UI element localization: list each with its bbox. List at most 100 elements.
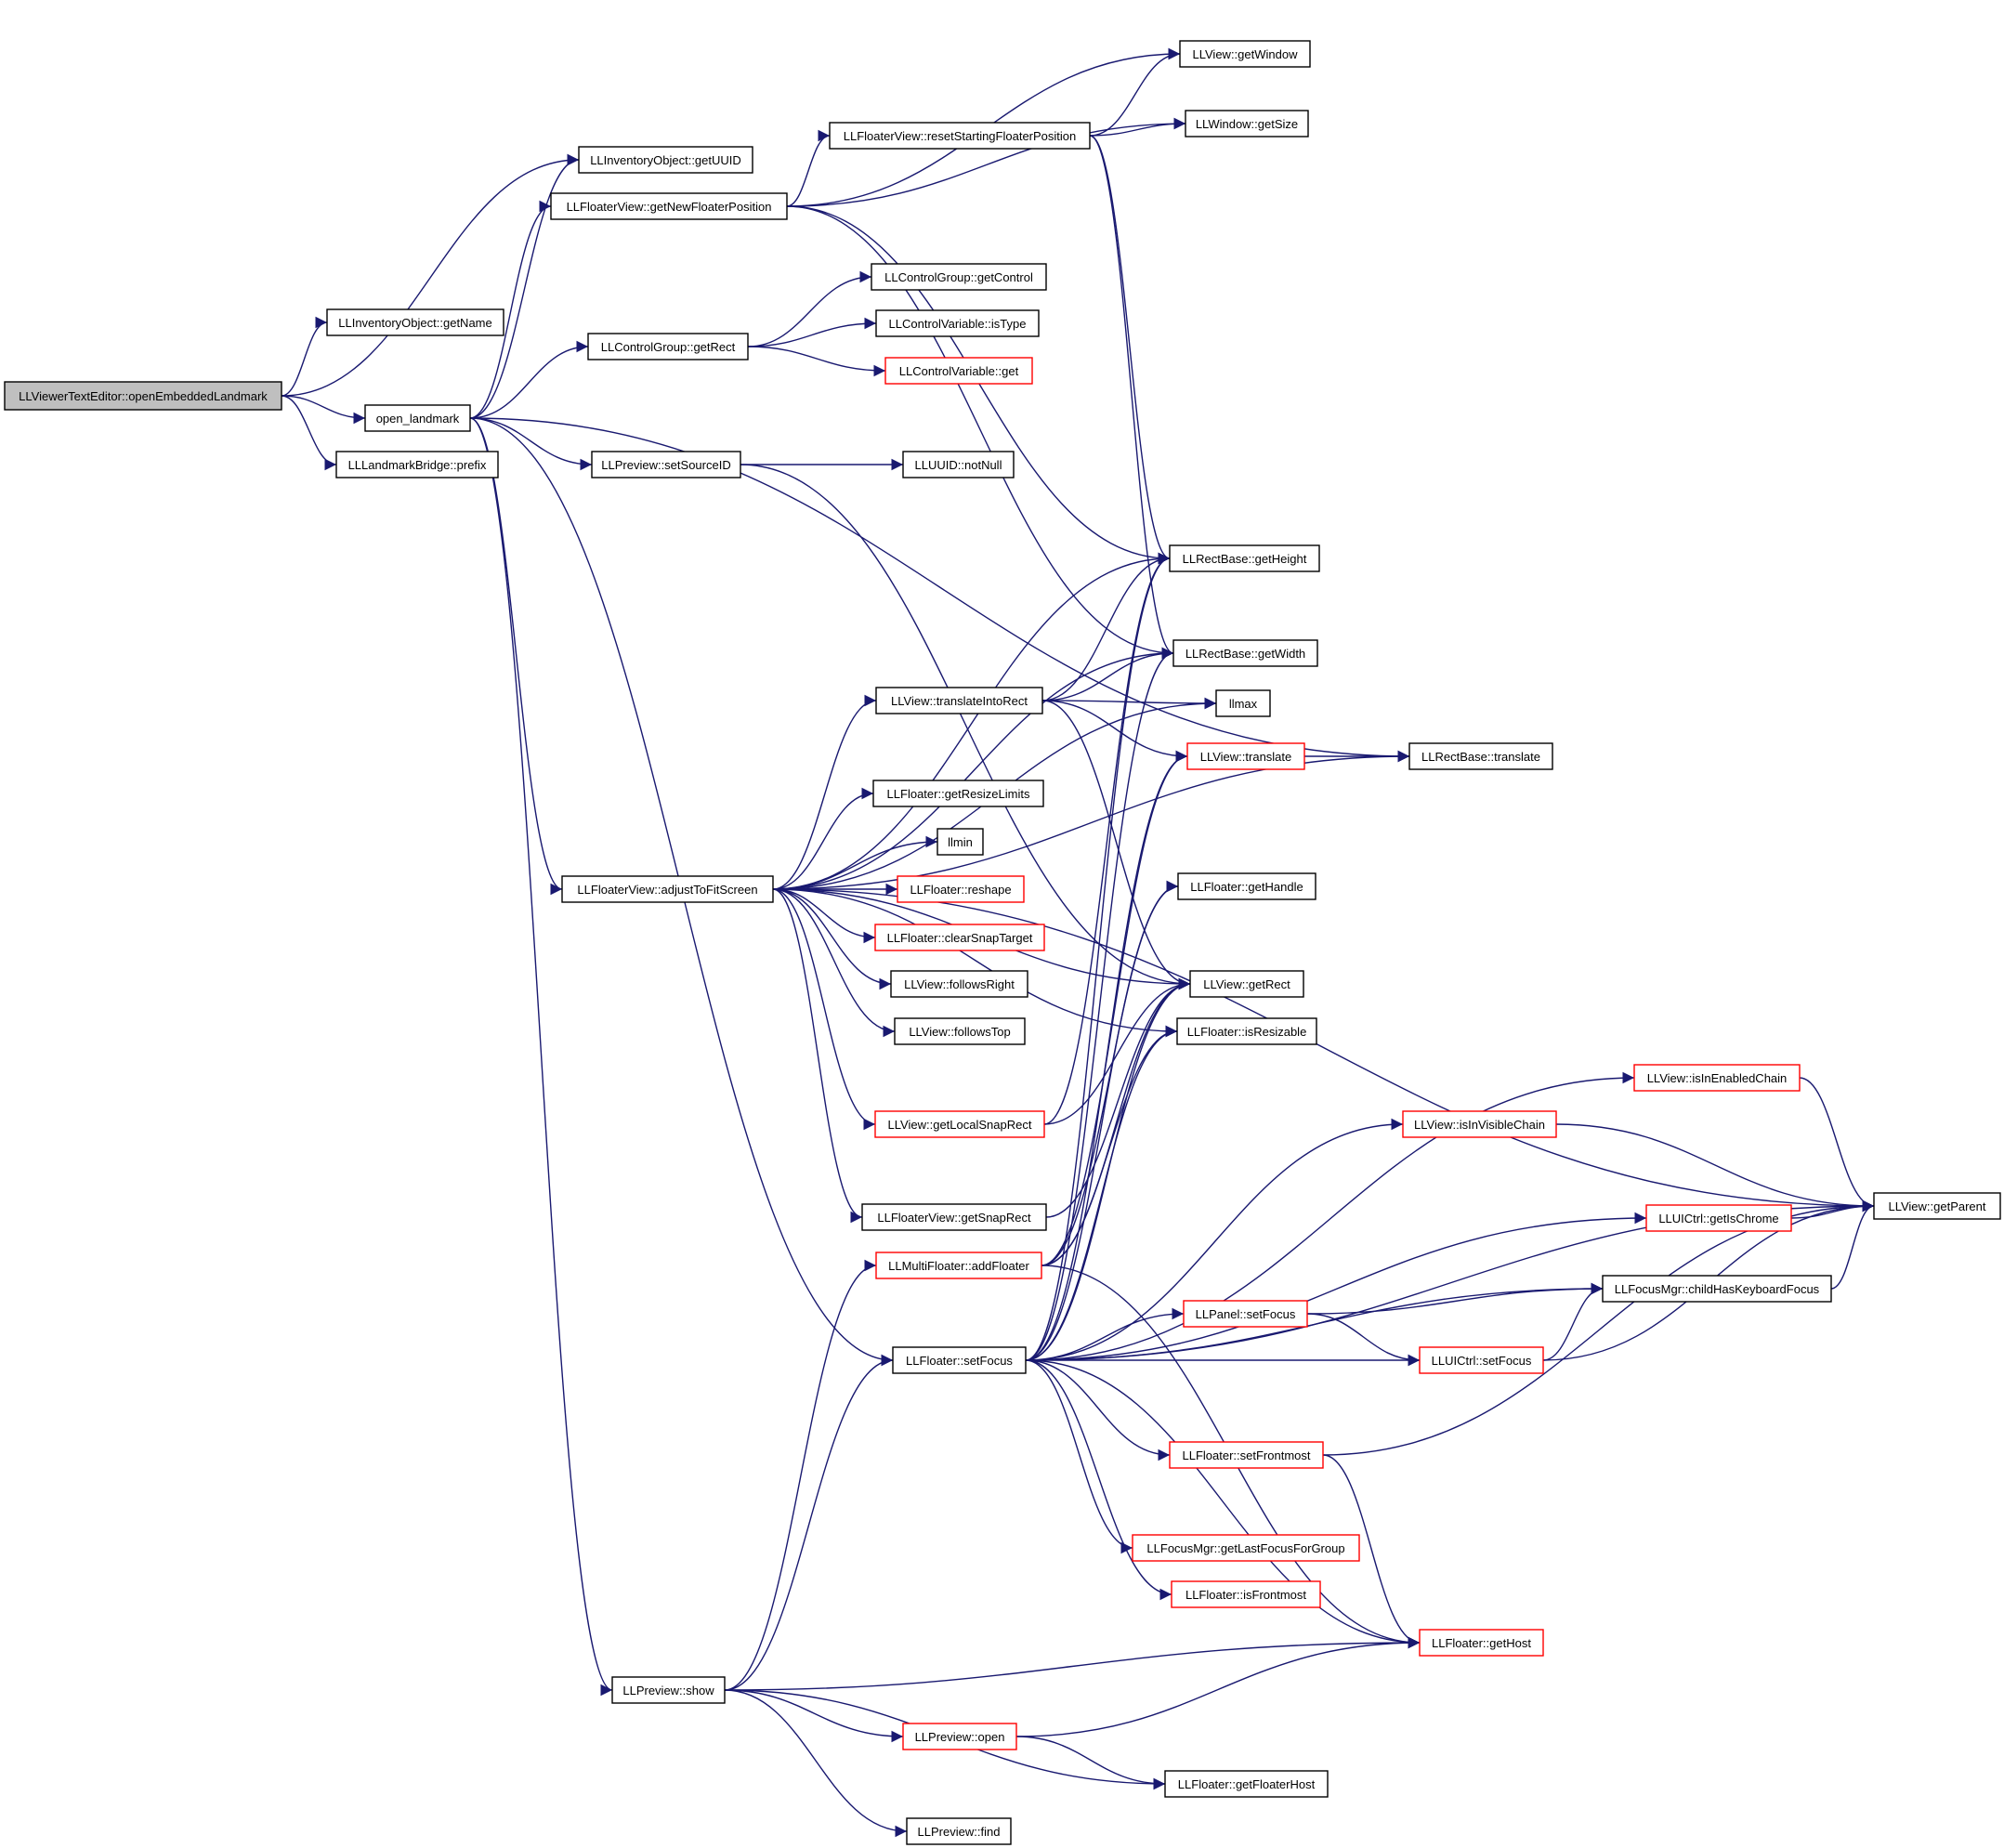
node-clear-snap-target[interactable]: LLFloater::clearSnapTarget [874,924,1045,951]
node-follows-top[interactable]: LLView::followsTop [894,1017,1026,1045]
node-follows-right[interactable]: LLView::followsRight [890,970,1028,998]
edge-adjust-to-fit-screen-to-get-height [772,552,1171,890]
edge-open-landmark-to-adjust-to-fit-screen [469,417,563,896]
node-reshape[interactable]: LLFloater::reshape [897,875,1025,903]
node-get-new-floater-position[interactable]: LLFloaterView::getNewFloaterPosition [550,192,788,220]
edge-root-to-open-landmark [281,395,366,425]
node-get-window[interactable]: LLView::getWindow [1179,40,1311,68]
node-set-source-id[interactable]: LLPreview::setSourceID [591,451,741,478]
edge-root-to-get-name [281,316,328,397]
node-get-name[interactable]: LLInventoryObject::getName [326,308,504,336]
edge-floater-set-focus-to-is-in-visible-chain [1025,1118,1404,1361]
node-label: LLView::isInVisibleChain [1414,1118,1545,1132]
edge-get-snap-rect-to-get-rect-view [1045,977,1191,1218]
node-cv-get[interactable]: LLControlVariable::get [884,357,1033,385]
node-floater-set-focus[interactable]: LLFloater::setFocus [892,1346,1027,1374]
edge-floater-set-focus-to-get-handle [1025,880,1179,1361]
node-get-width[interactable]: LLRectBase::getWidth [1172,639,1318,667]
node-uictrl-set-focus[interactable]: LLUICtrl::setFocus [1419,1346,1544,1374]
node-get-parent[interactable]: LLView::getParent [1873,1192,2001,1220]
node-box [884,357,1033,385]
node-box [861,1203,1047,1231]
node-label: LLView::translateIntoRect [891,694,1028,708]
node-label: LLFloaterView::adjustToFitScreen [577,883,757,897]
edge-adjust-to-fit-screen-to-llmin [772,835,938,890]
node-is-in-enabled-chain[interactable]: LLView::isInEnabledChain [1633,1064,1801,1092]
node-prefix[interactable]: LLLandmarkBridge::prefix [335,451,499,478]
node-label: LLView::isInEnabledChain [1647,1071,1788,1085]
node-box [550,192,788,220]
node-is-type[interactable]: LLControlVariable::isType [875,309,1040,337]
edge-floater-set-focus-to-get-last-focus-for-group [1025,1359,1133,1554]
node-llmin[interactable]: llmin [937,828,984,856]
edges-layer [281,47,1875,1838]
node-preview-open[interactable]: LLPreview::open [902,1723,1017,1750]
node-box [1873,1192,2001,1220]
node-add-floater[interactable]: LLMultiFloater::addFloater [875,1252,1042,1279]
edge-open-landmark-to-set-source-id [469,417,593,471]
edge-root-to-prefix [281,395,337,471]
node-box [611,1676,726,1704]
node-box [937,828,984,856]
node-get-is-chrome[interactable]: LLUICtrl::getIsChrome [1645,1204,1792,1232]
node-get-size[interactable]: LLWindow::getSize [1185,110,1309,138]
edge-adjust-to-fit-screen-to-is-resizable [772,888,1178,1038]
node-get-control[interactable]: LLControlGroup::getControl [871,263,1047,291]
node-get-rect-cg[interactable]: LLControlGroup::getRect [587,333,749,360]
node-get-local-snap-rect[interactable]: LLView::getLocalSnapRect [874,1110,1045,1138]
node-label: LLInventoryObject::getName [338,316,491,330]
node-label: LLFloater::setFrontmost [1183,1448,1311,1462]
node-label: LLLandmarkBridge::prefix [348,458,487,472]
node-translate-into-rect[interactable]: LLView::translateIntoRect [875,687,1043,714]
edge-set-frontmost-to-get-parent [1322,1199,1875,1456]
node-get-floater-host[interactable]: LLFloater::getFloaterHost [1164,1770,1329,1798]
node-box [892,1346,1027,1374]
node-label: LLView::followsTop [909,1025,1010,1039]
node-get-rect-view[interactable]: LLView::getRect [1189,970,1304,998]
node-box [874,1110,1045,1138]
node-box [1164,1770,1329,1798]
node-preview-show[interactable]: LLPreview::show [611,1676,726,1704]
node-not-null[interactable]: LLUUID::notNull [902,451,1015,478]
node-adjust-to-fit-screen[interactable]: LLFloaterView::adjustToFitScreen [561,875,774,903]
node-label: LLView::getRect [1203,977,1290,991]
node-get-handle[interactable]: LLFloater::getHandle [1177,872,1316,900]
node-get-height[interactable]: LLRectBase::getHeight [1169,544,1320,572]
node-label: LLWindow::getSize [1196,117,1298,131]
node-is-resizable[interactable]: LLFloater::isResizable [1176,1017,1317,1045]
node-get-snap-rect[interactable]: LLFloaterView::getSnapRect [861,1203,1047,1231]
node-set-frontmost[interactable]: LLFloater::setFrontmost [1169,1441,1324,1469]
node-get-uuid[interactable]: LLInventoryObject::getUUID [578,146,753,174]
node-get-host[interactable]: LLFloater::getHost [1419,1629,1544,1657]
node-get-last-focus-for-group[interactable]: LLFocusMgr::getLastFocusForGroup [1132,1534,1360,1562]
node-rect-translate[interactable]: LLRectBase::translate [1408,742,1553,770]
node-view-translate[interactable]: LLView::translate [1186,742,1305,770]
node-box [1169,544,1320,572]
node-label: LLFloater::isResizable [1187,1025,1307,1039]
node-box [591,451,741,478]
node-root[interactable]: LLViewerTextEditor::openEmbeddedLandmark [4,381,282,411]
node-panel-set-focus[interactable]: LLPanel::setFocus [1183,1300,1308,1328]
node-label: LLFloater::setFocus [906,1354,1013,1368]
node-is-in-visible-chain[interactable]: LLView::isInVisibleChain [1402,1110,1557,1138]
node-box [829,122,1091,150]
node-is-frontmost[interactable]: LLFloater::isFrontmost [1171,1580,1321,1608]
edge-get-new-floater-position-to-get-width [786,205,1174,660]
edge-open-landmark-to-get-rect-cg [469,340,589,419]
edge-open-landmark-to-rect-translate [469,417,1410,763]
node-preview-find[interactable]: LLPreview::find [906,1817,1012,1845]
node-label: LLFloater::getHandle [1190,880,1303,894]
edge-adjust-to-fit-screen-to-get-resize-limits [772,787,874,890]
node-box [1185,110,1309,138]
node-box [1419,1629,1544,1657]
node-get-resize-limits[interactable]: LLFloater::getResizeLimits [872,780,1044,807]
node-label: LLControlGroup::getRect [601,340,736,354]
node-llmax[interactable]: llmax [1215,689,1271,717]
node-open-landmark[interactable]: open_landmark [364,404,471,432]
node-box [1602,1275,1832,1303]
node-box [875,1252,1042,1279]
node-reset-starting[interactable]: LLFloaterView::resetStartingFloaterPosit… [829,122,1091,150]
node-label: LLUUID::notNull [915,458,1002,472]
node-child-has-keyboard-focus[interactable]: LLFocusMgr::childHasKeyboardFocus [1602,1275,1832,1303]
